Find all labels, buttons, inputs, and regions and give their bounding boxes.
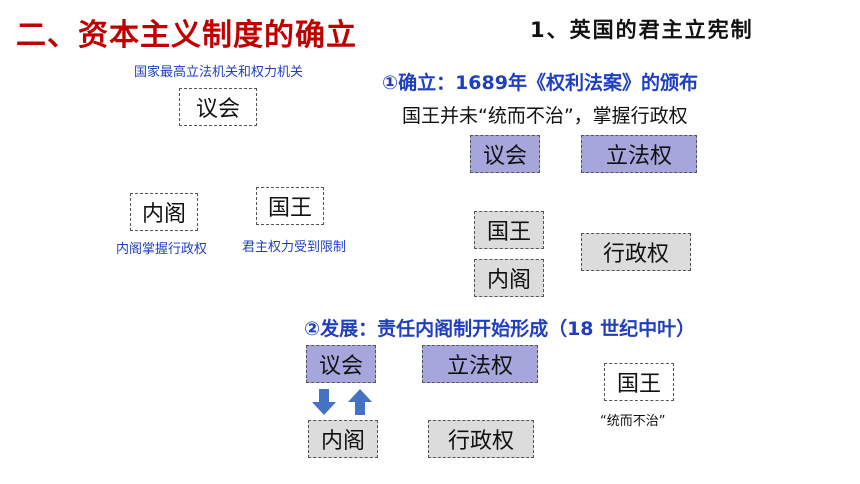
king-box: 国王 [256,187,324,225]
stage2-heading: ②发展：责任内阁制开始形成（18 世纪中叶） [304,318,696,340]
stage2-legislative-box: 立法权 [422,345,538,383]
arrow-down-icon [312,389,336,415]
king-note: 君主权力受到限制 [242,240,347,255]
stage1-king-box: 国王 [474,211,544,249]
stage1-cabinet-box: 内阁 [474,259,544,297]
stage1-description: 国王并未“统而不治”，掌握行政权 [402,105,688,127]
cabinet-note: 内阁掌握行政权 [116,242,208,257]
stage1-parliament-box: 议会 [470,135,540,173]
stage2-king-box: 国王 [604,363,674,401]
stage1-executive-box: 行政权 [581,233,691,271]
cabinet-box: 内阁 [130,193,198,231]
stage1-heading: ①确立：1689年《权利法案》的颁布 [382,72,698,94]
arrow-up-icon [348,389,372,415]
parliament-note: 国家最高立法机关和权力机关 [134,65,304,80]
stage2-parliament-box: 议会 [306,345,376,383]
parliament-box: 议会 [179,88,257,126]
king-quote: “统而不治” [600,414,666,429]
stage1-legislative-box: 立法权 [581,135,697,173]
section-subtitle: 1、英国的君主立宪制 [530,18,754,42]
stage2-executive-box: 行政权 [428,420,534,458]
stage2-cabinet-box: 内阁 [308,420,378,458]
page-title: 二、资本主义制度的确立 [16,18,357,53]
